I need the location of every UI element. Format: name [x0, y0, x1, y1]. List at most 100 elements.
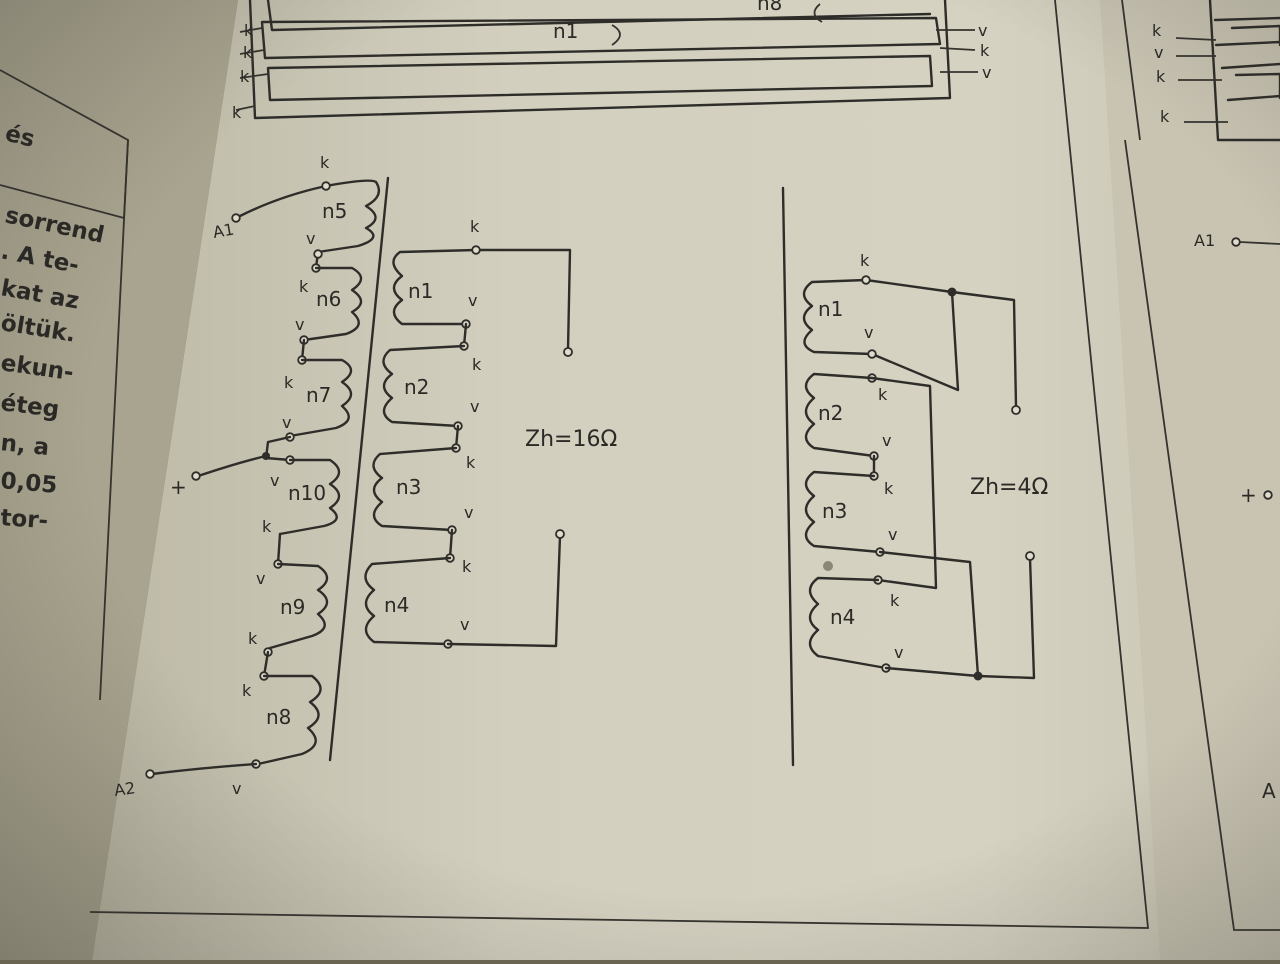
coil-n5-bottom-pin: v: [306, 229, 315, 248]
strip-pin-1: k: [243, 43, 253, 62]
sec16-n2-top-pin: k: [472, 355, 482, 374]
coil-n9: n9 k v: [248, 562, 329, 650]
left-text-9: tor-: [0, 505, 49, 534]
wire-A2: [150, 762, 258, 776]
strip-arrow-2: [813, 3, 823, 23]
sec4-coil-n4: n4 k v: [808, 576, 903, 670]
coil-n6: n6 k v: [295, 266, 363, 342]
sec4-n2-label: n2: [818, 401, 843, 425]
sec4-n2-top-pin: k: [878, 385, 888, 404]
coil-n7-label: n7: [306, 383, 331, 407]
terminal-A2-label: A2: [113, 778, 137, 800]
coil-n5-top-pin: k: [320, 153, 330, 172]
sec4-n4-label: n4: [830, 605, 855, 629]
sec4-output-top: [1011, 405, 1021, 415]
sec4-cross-wire-2: [870, 376, 938, 590]
sec16-n1-top-pin: k: [470, 217, 480, 236]
coil-n8-bottom-pin: v: [232, 779, 241, 798]
coil-n7-bottom-pin: v: [282, 413, 291, 432]
primary-winding: n5 k v A1 n6 k v n7 k v +: [113, 153, 381, 800]
right-terminal-A1: A1: [1194, 231, 1215, 250]
sec4-coil-n3: n3 k v: [804, 470, 897, 554]
left-page-box: [0, 69, 129, 701]
sec4-n2-bottom-pin: v: [882, 431, 891, 450]
strip-pin-4: v: [978, 21, 987, 40]
ink-smudge: [823, 561, 833, 571]
core-line-right: [781, 186, 795, 767]
sec4-output-bottom: [1025, 551, 1035, 561]
sec4-coil-n1: n1 k v: [802, 251, 873, 356]
sec16-coil-n2: n2 k v: [382, 344, 482, 428]
right-pin-0: k: [1152, 21, 1162, 40]
sec4-cross-wire-3: [878, 550, 980, 678]
left-text-8: 0,05: [0, 468, 58, 499]
sec16-n1-label: n1: [408, 279, 433, 303]
sec16-coil-n3: n3 k v: [372, 446, 476, 532]
sec4-n4-bottom-pin: v: [894, 643, 903, 662]
sec16-output-top: [563, 347, 573, 357]
sec4-n1-top-pin: k: [860, 251, 870, 270]
sec16-impedance-label: Zh=16Ω: [525, 427, 617, 452]
coil-n8: n8 k v: [232, 674, 322, 798]
sec4-n3-bottom-pin: v: [888, 525, 897, 544]
sec4-out-bottom-wire: [884, 556, 1036, 680]
coil-n10-top-pin: k: [262, 517, 272, 536]
coil-n5: n5 k v: [306, 153, 381, 254]
sec4-n3-top-pin: k: [884, 479, 894, 498]
sec16-n3-top-pin: k: [466, 453, 476, 472]
coil-n8-top-pin: k: [242, 681, 252, 700]
coil-n6-label: n6: [316, 287, 341, 311]
strip-arrow-1: [611, 24, 621, 46]
coil-n9-bottom-pin: v: [256, 569, 265, 588]
sec4-out-top-wire: [864, 278, 1018, 408]
sec4-n4-top-pin: k: [890, 591, 900, 610]
sec4-coil-n2: n2 k v: [804, 372, 891, 458]
sec4-junction-bottom: [973, 671, 983, 681]
strip-n1-label: n1: [553, 19, 578, 43]
sec16-n3-bottom-pin: v: [464, 503, 473, 522]
terminal-plus: [191, 471, 201, 481]
sec16-n4-label: n4: [384, 593, 409, 617]
strip-n8-label: n8: [757, 0, 782, 15]
right-pin-1: v: [1154, 43, 1163, 62]
strip-pin-6: v: [982, 63, 991, 82]
coil-n7: n7 k v: [282, 358, 353, 438]
strip-pin-5: k: [980, 41, 990, 60]
wire-A1-n5: [238, 184, 328, 218]
top-strip-diagram: n1 n8 k k k k v k v: [232, 0, 991, 122]
n5-k-terminal: [321, 181, 331, 191]
right-pin-2: k: [1156, 67, 1166, 86]
sec16-out-top-wire: [474, 248, 572, 352]
sec4-impedance-label: Zh=4Ω: [970, 475, 1048, 500]
secondary-16-ohm: n1 k v n2 k v n3 k v n4 k: [364, 217, 617, 649]
right-terminal-plus: +: [1240, 483, 1257, 507]
coil-n6-top-pin: k: [299, 277, 309, 296]
coil-n10-label: n10: [288, 481, 326, 505]
coil-n10: n10 k v: [262, 458, 341, 536]
sec16-n4-top-pin: k: [462, 557, 472, 576]
sec16-coil-n4: n4 k v: [364, 556, 472, 646]
coil-n8-label: n8: [266, 705, 291, 729]
sec16-out-bottom-wire: [446, 534, 562, 648]
sec16-output-bottom: [555, 529, 565, 539]
sec16-n2-label: n2: [404, 375, 429, 399]
sec16-n3-label: n3: [396, 475, 421, 499]
core-line-left: [328, 176, 390, 762]
strip-pin-3: k: [232, 103, 242, 122]
right-page-diagram: k v k k A1 + A: [1121, 0, 1280, 931]
sec16-n4-bottom-pin: v: [460, 615, 469, 634]
terminal-plus-label: +: [170, 475, 187, 499]
terminal-A2: [145, 769, 155, 779]
figure-frame: [89, 0, 1149, 929]
coil-n9-top-pin: k: [248, 629, 258, 648]
sec16-n2-bottom-pin: v: [470, 397, 479, 416]
wire-plus: [196, 454, 268, 478]
secondary-4-ohm: n1 k v n2 k v n3 k v n: [802, 251, 1048, 681]
terminal-A1-left: [231, 213, 241, 223]
terminal-A1-label: A1: [211, 220, 235, 242]
sec16-coil-n1: n1 k v: [392, 217, 480, 326]
strip-pin-2: k: [240, 67, 250, 86]
left-text-7: n, a: [0, 430, 50, 461]
